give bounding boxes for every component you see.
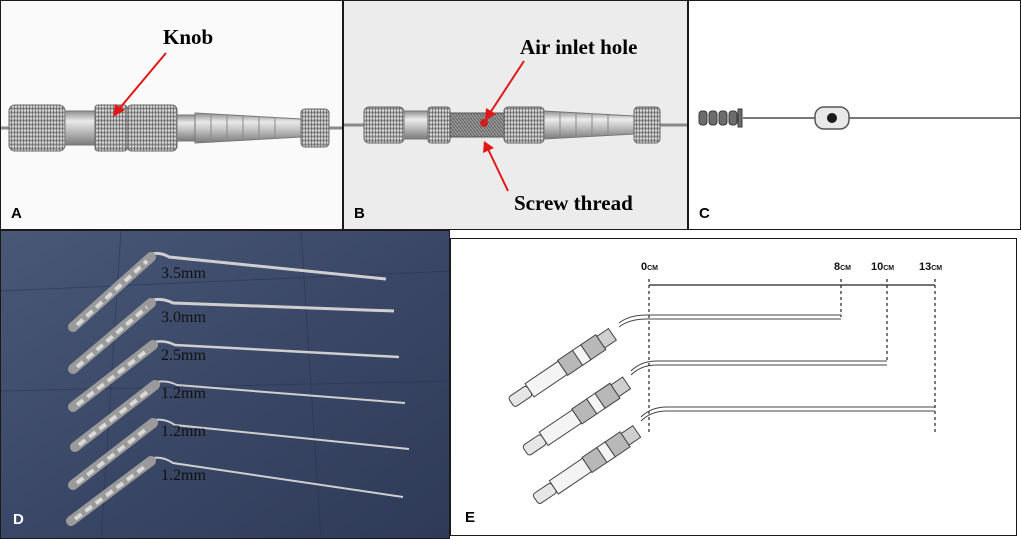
end-cap-a [300, 108, 330, 148]
screw-thread-arrow-line [487, 148, 509, 192]
knob-arrow-head [113, 104, 125, 117]
size-label-1: 3.5mm [161, 265, 206, 282]
air-inlet-arrow-line [489, 60, 525, 114]
mark-13-label: 13CM [919, 261, 943, 273]
instrument-e-3 [532, 406, 935, 504]
instrument-e-2 [522, 360, 887, 456]
screw-thread-arrow-head [483, 141, 494, 153]
knob [94, 104, 128, 152]
panel-letter-a: A [11, 205, 22, 222]
tube-d-5 [68, 418, 410, 490]
air-inlet-hole [480, 119, 488, 127]
knob-label: Knob [163, 25, 214, 49]
size-label-3: 2.5mm [161, 347, 206, 364]
size-label-5: 1.2mm [161, 423, 206, 440]
tube-d-1 [68, 251, 387, 332]
panel-b-illustration [344, 60, 687, 192]
panel-letter-e: E [465, 509, 476, 526]
panel-letter-c: C [699, 205, 710, 222]
size-label-2: 3.0mm [161, 309, 206, 326]
screw-thread [449, 112, 505, 138]
tube-d-4 [70, 380, 406, 452]
panel-a: Knob A [0, 0, 343, 230]
panel-d: 3.5mm 3.0mm 2.5mm 1.2mm 1.2mm 1.2mm D [0, 230, 450, 539]
tube-d-2 [68, 297, 395, 374]
suction-tubes-group [66, 251, 410, 526]
panel-d-photo [1, 231, 449, 538]
panel-b: Air inlet hole Screw thread B [343, 0, 688, 230]
panel-c-illustration [698, 106, 1020, 130]
tube-d-3 [68, 340, 400, 412]
mark-0-label: 0CM [641, 261, 659, 273]
screw-thread-label: Screw thread [514, 191, 633, 215]
air-inlet-label: Air inlet hole [520, 35, 638, 59]
air-inlet-arrow-head [485, 108, 496, 121]
tube-d-6 [66, 456, 404, 526]
mark-10-label: 10CM [871, 261, 895, 273]
panel-e: 0CM 8CM 10CM 13CM E [450, 238, 1017, 536]
panel-a-illustration [1, 52, 342, 152]
instrument-e-1 [508, 314, 841, 407]
panel-c: C [688, 0, 1021, 230]
panel-e-diagram [508, 279, 936, 504]
handle-c [698, 108, 743, 128]
knurled-grip-left [8, 104, 66, 152]
size-label-4: 1.2mm [161, 385, 206, 402]
mark-8-label: 8CM [834, 261, 852, 273]
knob-arrow-line [118, 52, 167, 110]
panel-letter-b: B [354, 205, 365, 222]
panel-letter-d: D [13, 511, 24, 528]
size-label-6: 1.2mm [161, 467, 206, 484]
